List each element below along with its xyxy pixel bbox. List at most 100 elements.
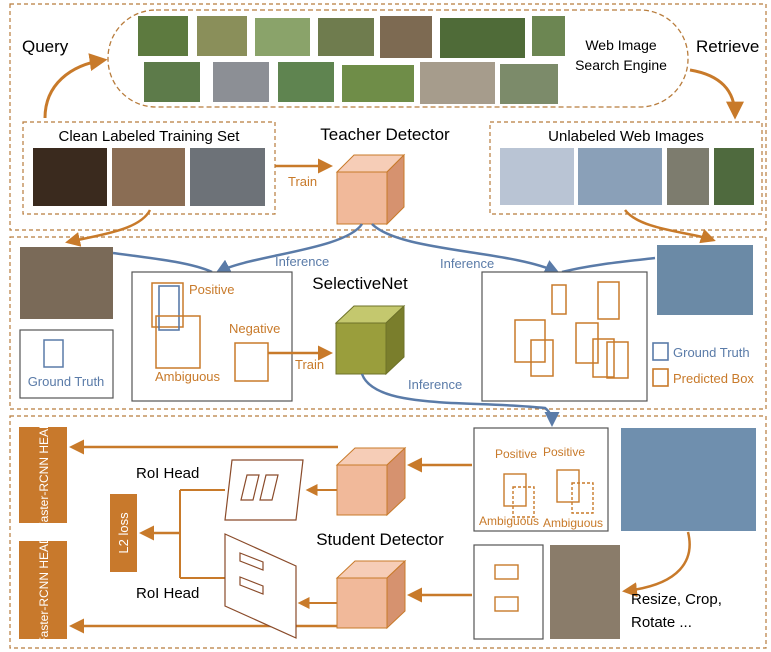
positive-label-2: Positive <box>543 445 585 459</box>
legend-pred-swatch <box>652 368 669 387</box>
unlabeled-image <box>714 148 754 205</box>
search-engine-label-2: Search Engine <box>575 57 667 73</box>
web-image <box>255 18 310 56</box>
teacher-inference-right-arrow <box>371 223 560 274</box>
section-borders <box>9 3 767 649</box>
legend-pred-label: Predicted Box <box>673 371 754 386</box>
inference-label-bottom: Inference <box>408 377 462 392</box>
unlabeled-set-title: Unlabeled Web Images <box>548 128 704 145</box>
labeled-sample-image <box>20 247 113 319</box>
legend-gt-swatch <box>652 342 669 361</box>
inference-label-left: Inference <box>275 254 329 269</box>
web-image <box>318 18 374 56</box>
web-image <box>380 16 432 58</box>
ground-truth-panel-label: Ground Truth <box>28 374 105 389</box>
training-image <box>33 148 107 206</box>
ambiguous-box <box>155 315 201 369</box>
unlabeled-image <box>578 148 662 205</box>
l2-loss-block <box>110 494 137 572</box>
web-image <box>213 62 269 102</box>
web-image <box>532 16 565 56</box>
selectivenet-inference-arrow <box>360 373 560 427</box>
l2-loss-label: L2 loss <box>116 512 131 554</box>
clean-set-title: Clean Labeled Training Set <box>59 128 241 145</box>
training-image <box>112 148 185 206</box>
student-detector-title: Student Detector <box>316 530 444 549</box>
legend-gt-label: Ground Truth <box>673 345 750 360</box>
ambiguous-label-1: Ambiguous <box>479 514 539 528</box>
roi-head-top-label: RoI Head <box>136 465 199 482</box>
positive-box-1 <box>503 473 527 507</box>
retrieve-arrow <box>689 68 744 120</box>
teacher-detector-cube <box>335 153 406 226</box>
ambiguous-box-1 <box>512 486 535 518</box>
web-image <box>197 16 247 56</box>
negative-label: Negative <box>229 321 280 336</box>
augmentation-arrow <box>622 531 691 598</box>
positive-label-1: Positive <box>495 447 537 461</box>
ground-truth-panel <box>19 329 114 399</box>
gt-box <box>158 285 180 331</box>
section-bottom-border <box>9 415 767 649</box>
faster-rcnn-head-bottom <box>19 541 67 639</box>
inference-label-right: Inference <box>440 256 494 271</box>
predicted-boxes <box>514 281 629 379</box>
positive-box <box>151 282 184 328</box>
student-cube-top <box>335 446 407 517</box>
selected-photo <box>621 428 756 531</box>
teacher-detector-title: Teacher Detector <box>320 125 450 144</box>
ambiguous-box-2 <box>571 482 594 514</box>
roi-head-bottom-label: RoI Head <box>136 585 199 602</box>
web-image <box>500 64 558 104</box>
unlabeled-set-box <box>489 121 763 215</box>
sample-to-inference-line <box>112 251 213 274</box>
augmented-photo <box>550 545 620 639</box>
negative-box <box>234 342 269 382</box>
web-sample-image <box>657 245 753 315</box>
ambiguous-label: Ambiguous <box>155 369 221 384</box>
faster-rcnn-head-top <box>19 427 67 523</box>
webimg-to-inference-line <box>561 256 656 274</box>
web-image <box>342 65 414 102</box>
query-arrow <box>43 53 108 119</box>
augmented-proposal-panel <box>473 544 544 640</box>
middle-section: Inference Inference Ground Truth Positiv… <box>19 223 754 427</box>
web-image <box>144 62 200 102</box>
unlabeled-image <box>500 148 574 205</box>
augment-label-1: Resize, Crop, <box>631 591 722 608</box>
selectivenet-title: SelectiveNet <box>312 274 408 293</box>
web-image <box>440 18 525 58</box>
unlabeled-to-sample-arrow <box>624 209 716 244</box>
faster-rcnn-head-bottom-label: Faster-RCNN HEAD <box>37 535 51 645</box>
section-top-border <box>9 3 767 231</box>
training-image <box>190 148 265 206</box>
search-engine-container <box>107 9 689 108</box>
clean-to-sample-arrow <box>65 209 152 247</box>
roi-feature-map-bottom <box>224 533 297 639</box>
augmented-box-2 <box>494 596 519 612</box>
web-image <box>138 16 188 56</box>
gt-box-sample <box>43 339 64 368</box>
faster-rcnn-head-top-label: Faster-RCNN HEAD <box>37 420 51 530</box>
web-image <box>420 62 495 104</box>
selected-proposal-panel <box>473 427 609 532</box>
web-image-grid <box>138 16 565 104</box>
teacher-inference-left-arrow <box>215 223 364 274</box>
labeled-proposal-panel <box>131 271 293 402</box>
train-label-teacher: Train <box>288 174 317 189</box>
web-image <box>278 62 334 102</box>
query-label: Query <box>22 37 69 56</box>
top-section: Web Image Search Engine Query Retrieve C… <box>22 9 763 247</box>
augmented-box-1 <box>494 564 519 580</box>
web-proposal-panel <box>481 271 648 402</box>
ambiguous-label-2: Ambiguous <box>543 516 603 530</box>
bottom-section: Faster-RCNN HEAD Faster-RCNN HEAD L2 los… <box>19 420 756 645</box>
roi-feature-map-top <box>224 459 304 521</box>
section-middle-border <box>9 236 767 410</box>
unlabeled-image <box>667 148 709 205</box>
train-label-selectivenet: Train <box>295 357 324 372</box>
augment-label-2: Rotate ... <box>631 614 692 631</box>
student-cube-bottom <box>335 559 407 630</box>
selectivenet-cube <box>334 304 406 376</box>
